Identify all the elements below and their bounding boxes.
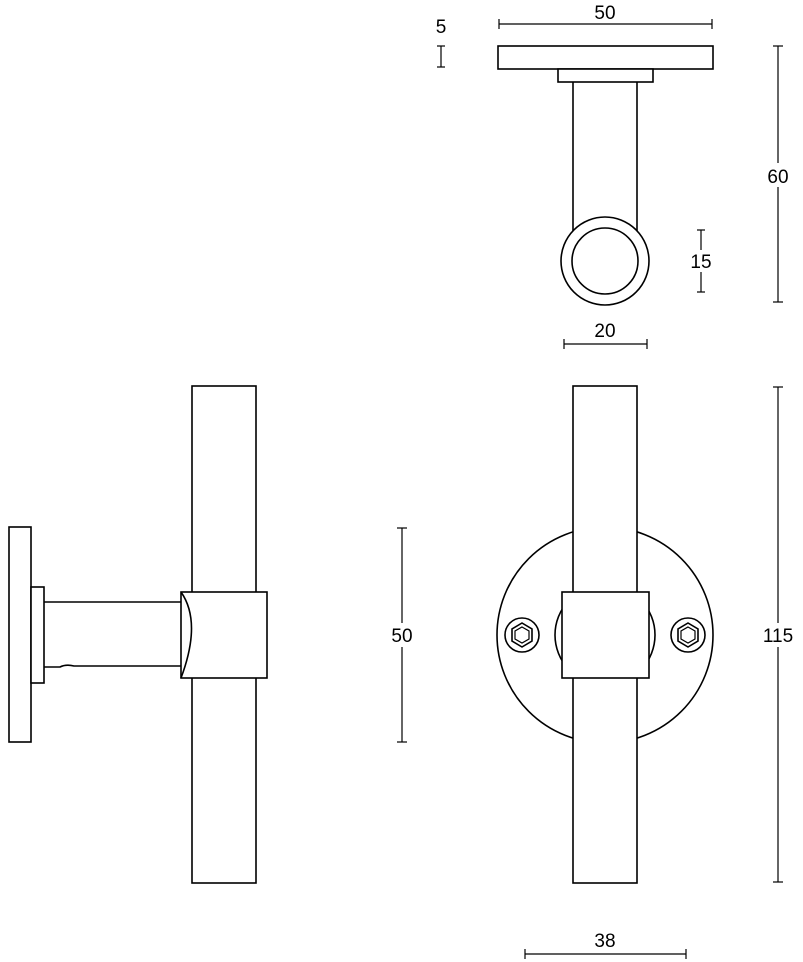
dim-label-5: 5 <box>436 17 447 38</box>
side-view-rose-step <box>30 586 45 684</box>
top-view-rose-step <box>557 68 654 83</box>
top-view-rose-plate <box>497 45 714 70</box>
dim-projection-height: 60 <box>764 45 792 303</box>
dim-bar-diameter: 15 <box>688 229 716 293</box>
hex-screw-left-icon <box>504 617 540 653</box>
dim-label-38: 38 <box>594 931 615 952</box>
side-view-collar <box>180 591 268 679</box>
side-view <box>8 385 268 884</box>
top-view-bar-inner <box>571 227 639 295</box>
dim-rose-diameter: 38 <box>524 931 687 959</box>
front-view <box>496 385 714 884</box>
dim-label-50-side: 50 <box>391 626 412 647</box>
side-view-rose-plate <box>8 526 32 743</box>
top-view-bar-outer <box>560 216 650 306</box>
dim-rose-thickness: 5 <box>436 17 447 68</box>
side-view-shaft-bottom <box>44 664 184 668</box>
dim-label-50-top: 50 <box>594 3 615 24</box>
hex-screw-right-icon <box>670 617 706 653</box>
dim-rose-height-side: 50 <box>388 527 416 743</box>
dim-bar-width-top: 20 <box>563 321 648 349</box>
dim-rose-width-top: 50 <box>498 3 713 29</box>
front-view-collar <box>561 591 650 679</box>
dim-label-115: 115 <box>763 626 793 647</box>
dim-bar-length: 115 <box>760 386 798 883</box>
dim-label-15: 15 <box>690 252 711 273</box>
top-view <box>497 45 714 306</box>
dim-label-20: 20 <box>594 321 615 342</box>
dim-label-60: 60 <box>767 167 788 188</box>
